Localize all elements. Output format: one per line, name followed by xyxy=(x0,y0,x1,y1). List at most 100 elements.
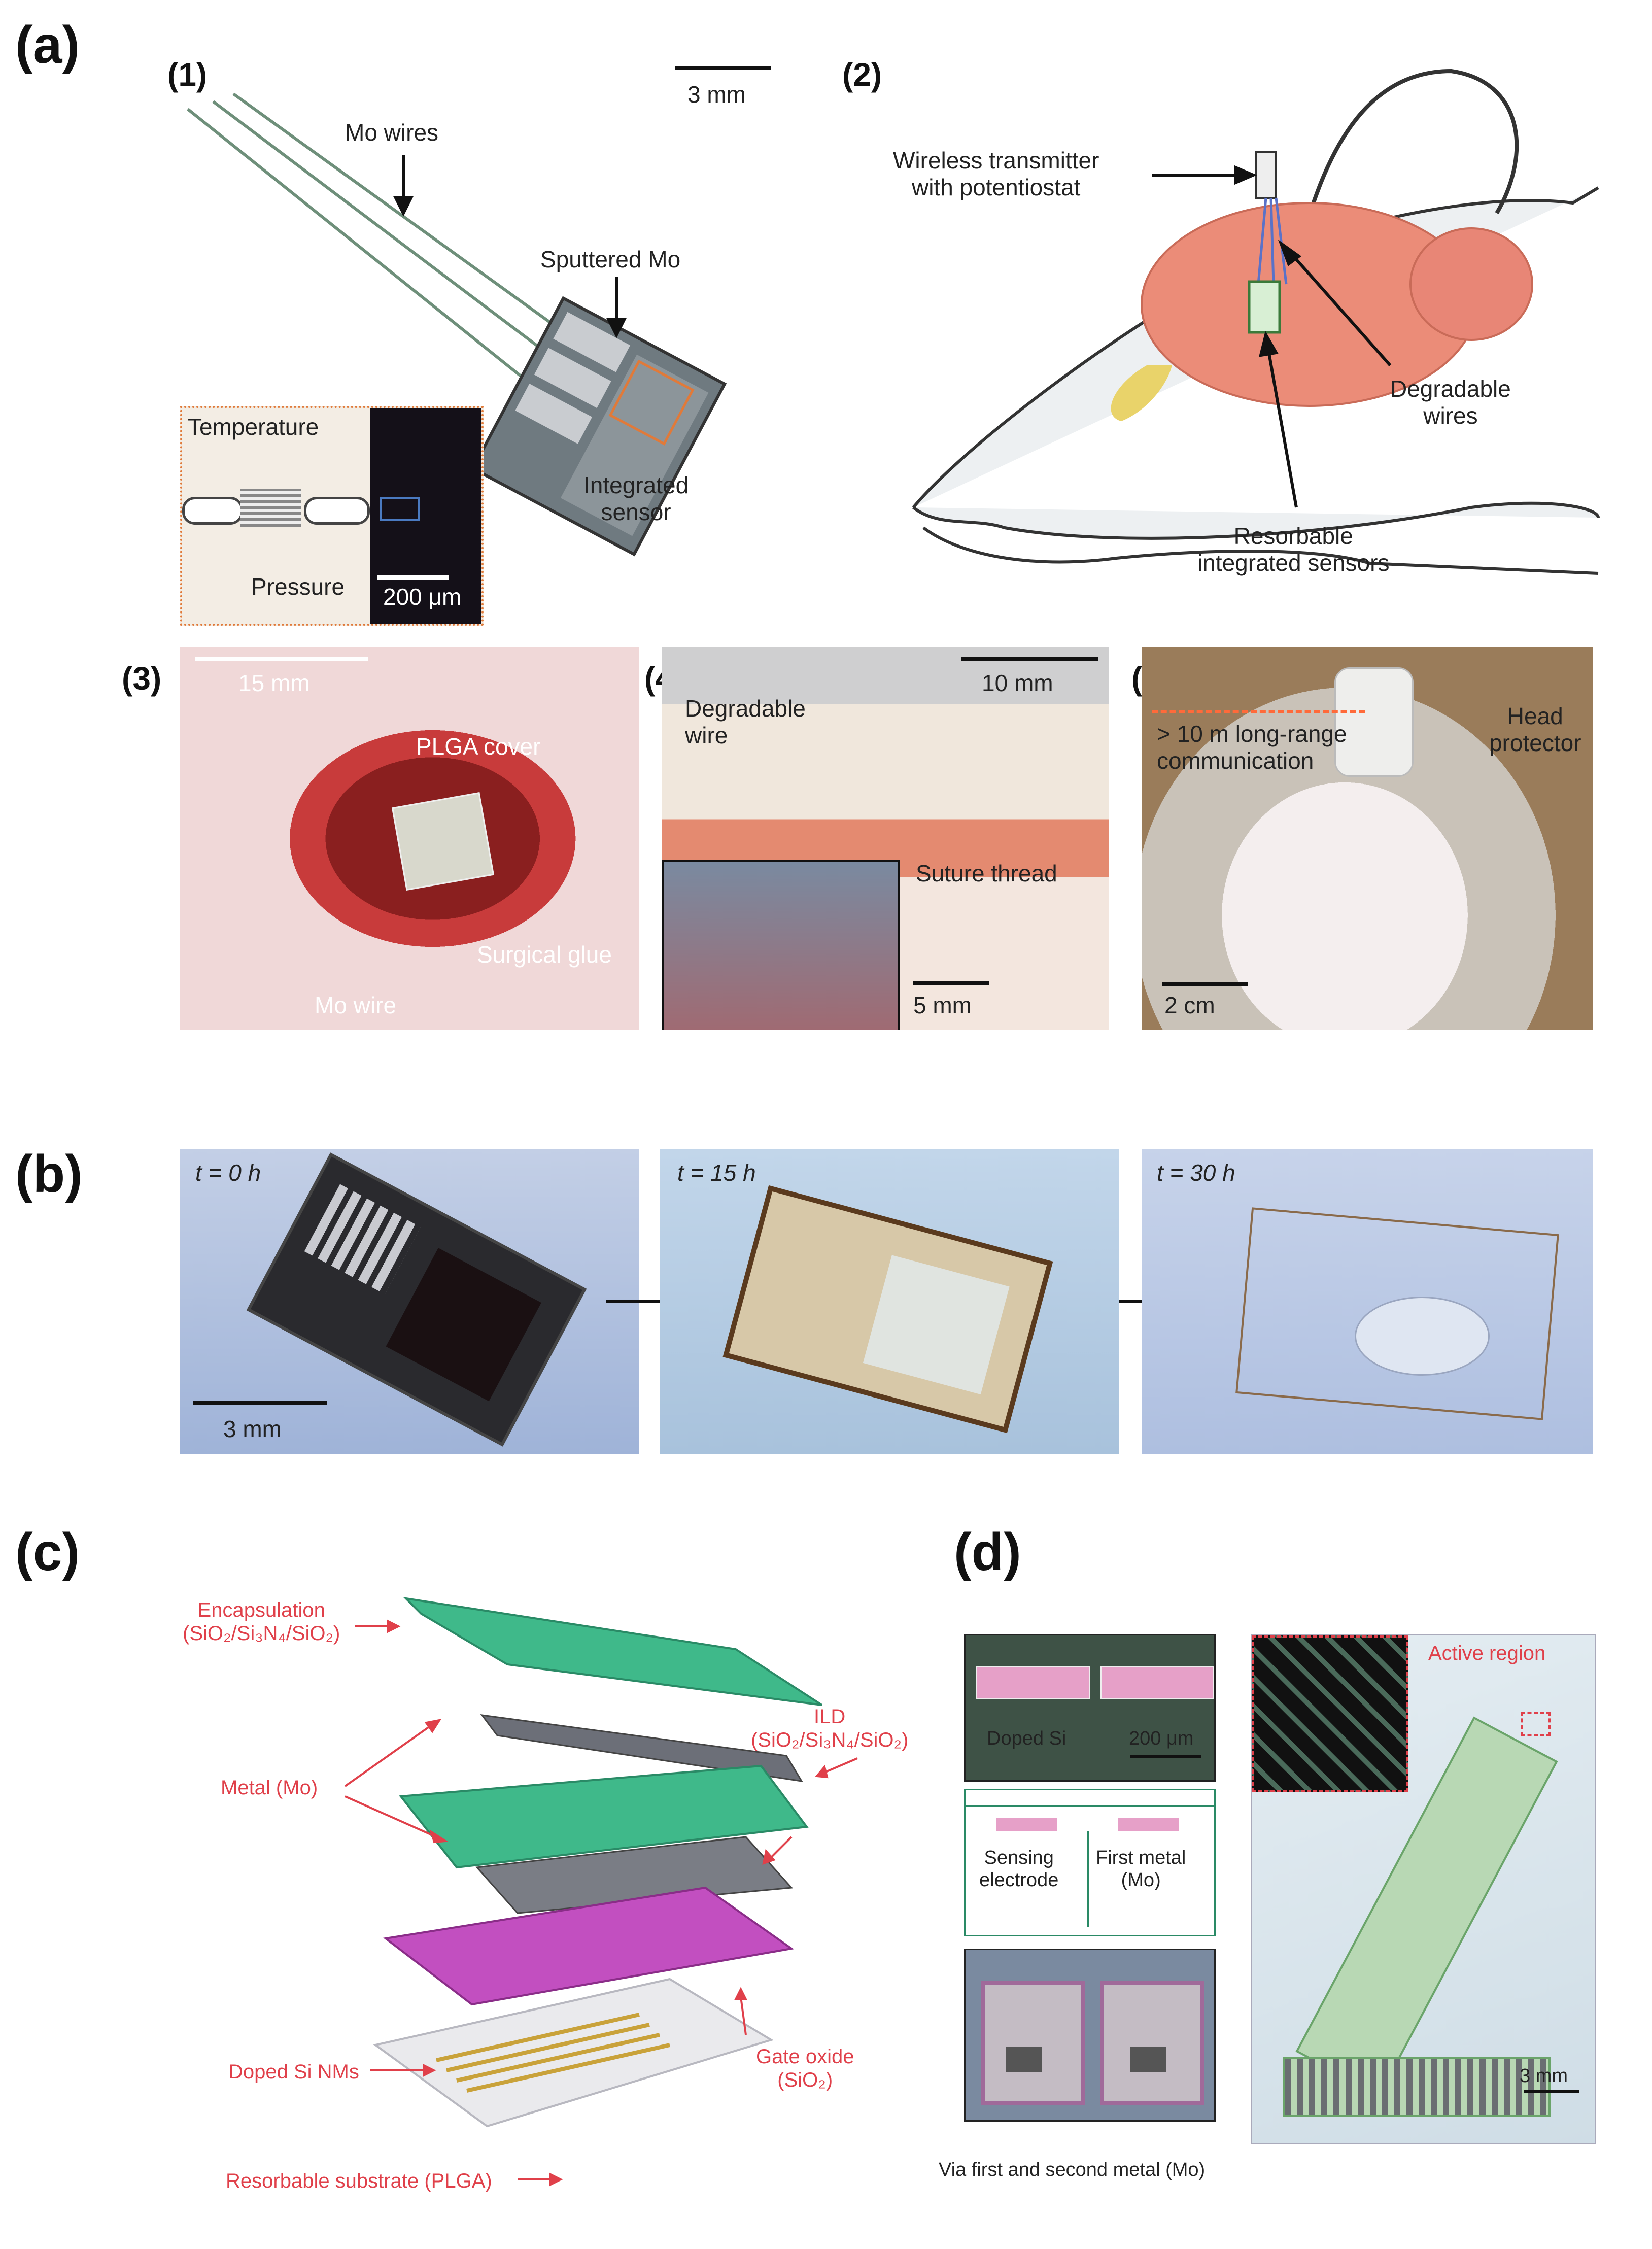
photo-surgical-implant xyxy=(180,647,639,1030)
communication-arrow xyxy=(1152,710,1365,713)
label-doped-si: Doped Si xyxy=(987,1728,1066,1749)
cross-section-divider xyxy=(1087,1831,1089,1927)
olfactory-bulb xyxy=(1111,365,1172,421)
photo-dissolution-t0 xyxy=(180,1149,639,1454)
scale-label-3mm: 3 mm xyxy=(687,81,746,108)
panel-label-b: (b) xyxy=(15,1145,83,1204)
layer-ild xyxy=(480,1714,803,1782)
via-cell-left xyxy=(981,1981,1085,2105)
label-doped-si-nms: Doped Si NMs xyxy=(228,2061,359,2083)
rat-ear xyxy=(1297,69,1519,254)
label-ild: ILD (SiO₂/Si₃N₄/SiO₂) xyxy=(751,1706,909,1751)
subpanel-label-a3: (3) xyxy=(122,660,162,697)
cross-section-diagram xyxy=(964,1789,1216,1936)
arrow-mo-wires xyxy=(393,155,414,217)
head-protector-device xyxy=(1334,667,1414,777)
cross-section-doped-region-2 xyxy=(1118,1818,1179,1831)
inset-scale-bar-5mm xyxy=(913,981,989,985)
scale-bar-200um xyxy=(1130,1755,1201,1758)
arrow-degradable-wires xyxy=(1278,239,1392,366)
inset-coil-blue xyxy=(380,497,420,521)
inset-electrode-left xyxy=(182,497,243,525)
label-plga-cover: PLGA cover xyxy=(416,733,541,760)
inset-suture-closeup xyxy=(662,860,989,1030)
label-inset-scale: 200 μm xyxy=(383,584,462,610)
label-gate-oxide: Gate oxide (SiO₂) xyxy=(756,2046,854,2091)
label-pressure: Pressure xyxy=(251,573,345,600)
micrograph-via xyxy=(964,1949,1216,2122)
label-wireless-transmitter: Wireless transmitter with potentiostat xyxy=(893,147,1099,200)
arrow-sputtered-mo xyxy=(606,277,627,338)
label-mo-wires: Mo wires xyxy=(345,119,439,146)
scale-label-200um: 200 μm xyxy=(1129,1728,1194,1749)
label-first-metal: First metal (Mo) xyxy=(1096,1847,1186,1891)
inset-dark-area xyxy=(370,408,481,624)
label-integrated-sensor: Integrated sensor xyxy=(583,472,689,525)
rat-jaw xyxy=(922,526,1599,575)
label-sensing-electrode: Sensing electrode xyxy=(979,1847,1059,1891)
label-resorbable-sensors: Resorbable integrated sensors xyxy=(1197,523,1390,576)
layer-encapsulation xyxy=(403,1597,823,1706)
inset-array-closeup xyxy=(1252,1635,1408,1792)
photo-sensor-array xyxy=(1251,1634,1596,2144)
panel-label-c: (c) xyxy=(15,1523,80,1582)
label-active-region: Active region xyxy=(1428,1642,1546,1664)
scale-label-5mm: 5 mm xyxy=(913,992,972,1018)
brain-cerebellum xyxy=(1409,227,1533,341)
via-square-left xyxy=(1006,2047,1042,2072)
subpanel-label-a1: (1) xyxy=(167,56,208,93)
doped-si-nm-strips xyxy=(436,2013,670,2093)
scale-label-3mm-d: 3 mm xyxy=(1520,2065,1568,2087)
subpanel-label-a2: (2) xyxy=(842,56,882,93)
scale-label-2cm: 2 cm xyxy=(1164,992,1215,1018)
time-label-t0: t = 0 h xyxy=(195,1160,261,1186)
residue-droplet xyxy=(1355,1297,1490,1376)
scale-bar-3mm xyxy=(675,66,771,70)
inset-scale-bar xyxy=(377,575,449,580)
cross-section-top-layer xyxy=(966,1795,1214,1807)
doped-si-strip-2 xyxy=(1100,1666,1214,1699)
active-region-box xyxy=(1521,1712,1551,1736)
integrated-sensor-chip xyxy=(470,296,727,557)
label-degradable-wires: Degradable wires xyxy=(1390,376,1511,429)
scale-label-b: 3 mm xyxy=(223,1416,282,1442)
via-square-right xyxy=(1130,2047,1166,2072)
scale-bar-10mm xyxy=(961,657,1098,661)
inset-temperature-pressure xyxy=(180,406,484,626)
panel-label-d: (d) xyxy=(954,1523,1021,1582)
doped-si-strip-1 xyxy=(976,1666,1090,1699)
sensor-connector-pad xyxy=(1283,2057,1551,2117)
scale-bar-15mm xyxy=(195,657,368,661)
micrograph-doped-si xyxy=(964,1634,1216,1782)
annotation-arrows-c xyxy=(344,1619,858,2187)
photo-rat-head-protector xyxy=(1142,647,1593,1030)
via-cell-right xyxy=(1100,1981,1204,2105)
panel-label-a: (a) xyxy=(15,16,80,75)
label-suture-thread: Suture thread xyxy=(916,860,1057,887)
photo-dissolution-t30 xyxy=(1142,1149,1593,1454)
label-via: Via first and second metal (Mo) xyxy=(939,2159,1206,2180)
photo-dissolution-t15 xyxy=(660,1149,1119,1454)
label-mo-wire: Mo wire xyxy=(315,992,397,1018)
label-communication: > 10 m long-range communication xyxy=(1157,721,1347,774)
inset-serpentine xyxy=(240,489,301,527)
scale-label-10mm: 10 mm xyxy=(982,670,1053,696)
time-label-t15: t = 15 h xyxy=(677,1160,756,1186)
scale-bar-b xyxy=(193,1401,327,1405)
scale-bar-2cm xyxy=(1162,982,1248,986)
scale-label-15mm: 15 mm xyxy=(238,670,310,696)
label-head-protector: Head protector xyxy=(1489,703,1581,756)
scale-bar-3mm-d xyxy=(1524,2090,1579,2093)
label-surgical-glue: Surgical glue xyxy=(477,941,612,968)
degradable-wires-drawing xyxy=(1257,197,1288,285)
label-sputtered-mo: Sputtered Mo xyxy=(540,246,681,272)
label-temperature: Temperature xyxy=(188,414,319,440)
implanted-sensor xyxy=(1248,280,1281,334)
cross-section-doped-region xyxy=(996,1818,1057,1831)
label-metal-mo: Metal (Mo) xyxy=(221,1777,318,1799)
arrow-resorbable-sensors xyxy=(1258,331,1298,508)
layer-metal-top xyxy=(399,1764,809,1869)
